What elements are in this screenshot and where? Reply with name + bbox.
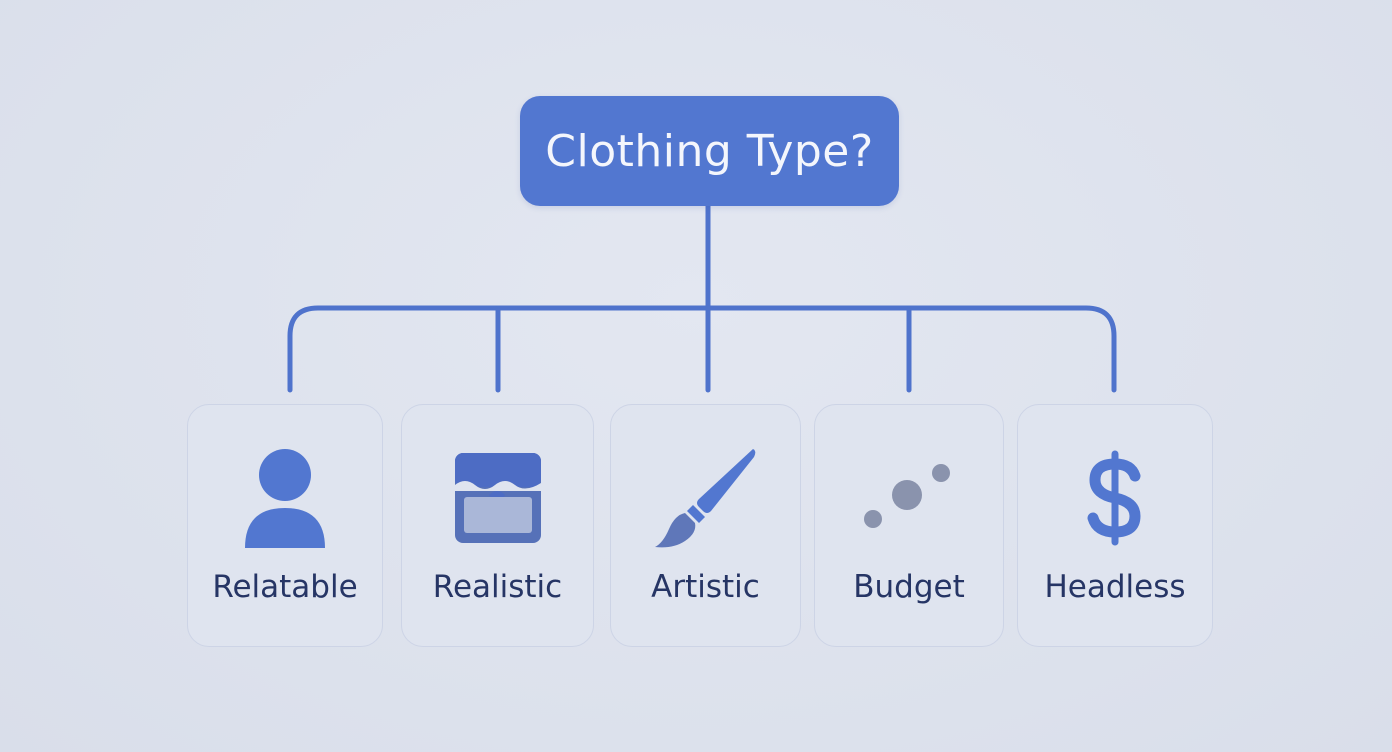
option-card-relatable: Relatable — [187, 404, 383, 647]
option-card-artistic: Artistic — [610, 404, 801, 647]
option-label-realistic: Realistic — [432, 569, 563, 605]
root-label: Clothing Type? — [545, 125, 874, 177]
person-icon — [188, 443, 382, 553]
option-card-budget: Budget — [814, 404, 1004, 647]
option-card-realistic: Realistic — [401, 404, 594, 647]
connector-branch-headless — [705, 305, 1117, 393]
option-label-headless: Headless — [1044, 569, 1186, 605]
root-decision-node: Clothing Type? — [520, 96, 899, 206]
option-label-budget: Budget — [853, 569, 965, 605]
option-card-headless: Headless — [1017, 404, 1213, 647]
dollar-sign-icon — [1018, 443, 1212, 553]
paintbrush-icon — [611, 443, 800, 553]
option-label-relatable: Relatable — [212, 569, 358, 605]
option-label-artistic: Artistic — [651, 569, 760, 605]
dots-icon — [815, 443, 1003, 553]
image-frame-icon — [402, 443, 593, 553]
connector-branch-relatable — [287, 305, 711, 393]
